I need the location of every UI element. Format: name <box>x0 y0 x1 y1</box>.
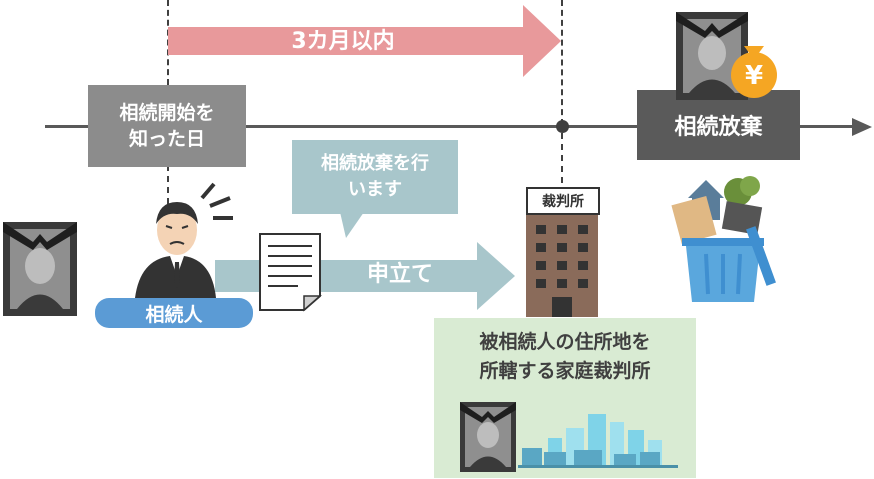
deadline-arrow <box>168 5 561 77</box>
portrait-icon-small <box>460 402 516 472</box>
timeline-arrowhead <box>852 118 872 136</box>
inheritance-start-line1: 相続開始を <box>119 102 215 124</box>
deadline-dashed-line-lower <box>561 133 563 183</box>
heir-label: 相続人 <box>95 298 253 328</box>
city-skyline-icon <box>518 414 678 468</box>
timeline-axis <box>45 125 857 128</box>
inheritance-start-box: 相続開始を 知った日 <box>88 85 246 167</box>
family-court-line2: 所轄する家庭裁判所 <box>479 360 651 382</box>
filing-arrow <box>215 242 515 310</box>
court-sign: 裁判所 <box>526 187 600 215</box>
document-icon <box>259 233 322 312</box>
start-dashed-line-lower <box>167 165 169 215</box>
speech-bubble-tail <box>340 212 364 238</box>
speech-bubble-line1: 相続放棄を行 <box>321 153 429 174</box>
filing-arrow-label: 申立て <box>366 262 433 287</box>
speech-bubble-line2: います <box>348 179 402 200</box>
family-court-line1: 被相続人の住所地を <box>479 331 651 353</box>
money-bag-yen-icon: ¥ <box>731 46 777 98</box>
speech-bubble: 相続放棄を行 います <box>292 140 458 214</box>
portrait-icon <box>3 222 77 316</box>
deadline-arrow-label: 3カ月以内 <box>291 29 395 54</box>
deadline-dashed-line <box>561 0 563 125</box>
svg-text:¥: ¥ <box>745 61 763 91</box>
portrait-icon-top <box>676 12 748 100</box>
trash-can-icon <box>671 176 776 302</box>
family-court-box: 被相続人の住所地を 所轄する家庭裁判所 <box>434 318 696 478</box>
deadline-marker <box>556 120 569 133</box>
court-building-icon <box>526 215 598 317</box>
worried-man-icon <box>135 182 233 298</box>
inheritance-start-line2: 知った日 <box>128 128 205 150</box>
renunciation-box: 相続放棄 <box>637 90 800 160</box>
